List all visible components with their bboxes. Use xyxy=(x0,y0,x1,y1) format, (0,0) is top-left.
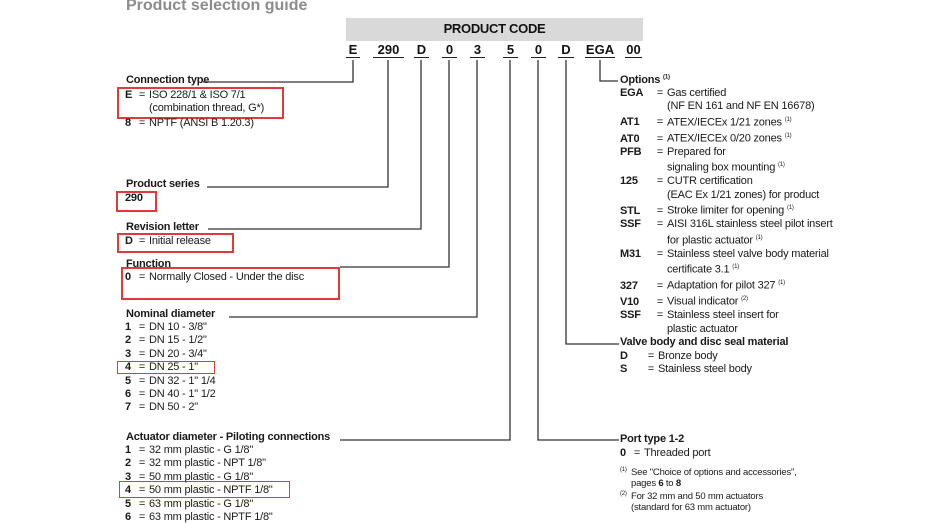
item-value: ISO 228/1 & ISO 7/1 xyxy=(149,89,246,101)
code-segment-series: 290 xyxy=(373,43,404,58)
code-segment-port: 0 xyxy=(531,43,546,58)
highlight-box xyxy=(119,481,290,498)
connector-actuator xyxy=(340,60,511,441)
list-item: 125=CUTR certification xyxy=(620,175,753,188)
item-key: E xyxy=(125,89,133,101)
list-item: STL=Stroke limiter for opening (1) xyxy=(620,204,794,217)
connector-port-type xyxy=(537,60,619,441)
list-item: 5=63 mm plastic - G 1/8" xyxy=(125,497,254,510)
list-item: 327=Adaptation for pilot 327 (1) xyxy=(620,279,785,292)
footnote: (2)For 32 mm and 50 mm actuators xyxy=(620,491,764,503)
connection-type-item: E=ISO 228/1 & ISO 7/1 (combination threa… xyxy=(125,89,265,115)
connector-valve-body xyxy=(565,60,619,345)
list-item-cont: certificate 3.1 (1) xyxy=(667,263,740,276)
list-item-cont: signaling box mounting (1) xyxy=(667,162,785,174)
footnote: (1)See "Choice of options and accessorie… xyxy=(620,467,797,479)
list-item-cont: plastic actuator xyxy=(667,322,738,335)
connector-revision-letter xyxy=(208,60,422,230)
highlight-box xyxy=(117,233,234,253)
list-item: 6=DN 40 - 1" 1/2 xyxy=(125,388,216,401)
connector-options xyxy=(599,60,618,82)
footnote-cont: (standard for 63 mm actuator) xyxy=(631,502,751,514)
section-title-product-series: Product series xyxy=(126,178,200,190)
code-segment-connection: E xyxy=(346,43,360,58)
page-title: Product selection guide xyxy=(126,0,308,14)
actuator-diameter-list: 1=32 mm plastic - G 1/8" 2=32 mm plastic… xyxy=(125,444,273,524)
list-item: 2=32 mm plastic - NPT 1/8" xyxy=(125,457,266,470)
list-item: AT1=ATEX/IECEx 1/21 zones (1) xyxy=(620,116,792,129)
list-item: S=Stainless steel body xyxy=(620,363,752,376)
list-item: 7=DN 50 - 2" xyxy=(125,401,198,414)
list-item: 2=DN 15 - 1/2" xyxy=(125,334,207,347)
code-segment-revision: D xyxy=(414,43,429,58)
connector-function xyxy=(340,60,450,268)
list-item-cont: (NF EN 161 and NF EN 16678) xyxy=(667,100,815,113)
code-segment-actuator: 5 xyxy=(503,43,518,58)
footnote-mark: (1) xyxy=(663,74,670,81)
list-item: 5=DN 32 - 1" 1/4 xyxy=(125,374,216,387)
section-title-port-type: Port type 1-2 xyxy=(620,433,685,445)
section-title-nominal-diameter: Nominal diameter xyxy=(126,308,216,320)
valve-body-list: D=Bronze body S=Stainless steel body xyxy=(620,350,752,377)
product-code-bar: PRODUCT CODE xyxy=(346,18,643,41)
revision-letter-item: D=Initial release xyxy=(125,235,211,247)
footnote-cont: pages 6 to 8 xyxy=(631,478,681,490)
highlight-box xyxy=(116,191,157,212)
section-title-valve-body: Valve body and disc seal material xyxy=(620,336,789,348)
list-item: 3=DN 20 - 3/4" xyxy=(125,347,207,360)
list-item: 6=63 mm plastic - NPTF 1/8" xyxy=(125,511,273,524)
section-title-actuator-diameter: Actuator diameter - Piloting connections xyxy=(126,431,331,443)
code-segment-options: EGA xyxy=(585,42,615,58)
list-item: SSF=AISI 316L stainless steel pilot inse… xyxy=(620,218,833,231)
code-segment-body: D xyxy=(558,43,574,58)
nominal-diameter-list: 1=DN 10 - 3/8" 2=DN 15 - 1/2" 3=DN 20 - … xyxy=(125,321,216,415)
connector-nominal-diameter xyxy=(229,60,478,318)
section-title-revision-letter: Revision letter xyxy=(126,221,199,233)
list-item: 1=DN 10 - 3/8" xyxy=(125,321,207,333)
product-series-item: 290 xyxy=(125,192,143,204)
list-item: M31=Stainless steel valve body material xyxy=(620,247,829,260)
list-item-selected: 4=DN 25 - 1" xyxy=(125,361,198,374)
connector-product-series xyxy=(207,60,389,188)
list-item: 3=50 mm plastic - G 1/8" xyxy=(125,470,254,483)
options-list: EGA=Gas certified (NF EN 161 and NF EN 1… xyxy=(620,87,833,336)
highlight-box xyxy=(117,87,284,119)
list-item-cont: for plastic actuator (1) xyxy=(667,234,763,247)
list-item-cont: (EAC Ex 1/21 zones) for product xyxy=(667,188,820,201)
list-item: SSF=Stainless steel insert for xyxy=(620,309,779,322)
list-item-selected: 4=50 mm plastic - NPTF 1/8" xyxy=(125,484,273,497)
list-item: D=Bronze body xyxy=(620,350,718,362)
list-item: EGA=Gas certified xyxy=(620,87,727,99)
product-code-label: PRODUCT CODE xyxy=(443,21,546,36)
item-value-cont: (combination thread, G*) xyxy=(149,102,265,115)
port-type-item: 0=Threaded port xyxy=(620,447,711,459)
list-item: PFB=Prepared for xyxy=(620,145,726,158)
highlight-box xyxy=(117,361,215,374)
code-segment-suffix: 00 xyxy=(625,42,642,58)
section-title-connection-type: Connection type xyxy=(126,74,210,86)
footnotes: (1)See "Choice of options and accessorie… xyxy=(620,465,797,513)
list-item: AT0=ATEX/IECEx 0/20 zones (1) xyxy=(620,132,792,145)
code-segment-function: 0 xyxy=(442,43,457,58)
highlight-box xyxy=(121,267,340,300)
connector-connection-type xyxy=(203,60,354,83)
list-item: V10=Visual indicator (2) xyxy=(620,295,748,308)
code-segment-nominal-diameter: 3 xyxy=(470,43,485,58)
section-title-options: Options (1) xyxy=(620,74,670,86)
list-item: 1=32 mm plastic - G 1/8" xyxy=(125,444,254,456)
function-item: 0=Normally Closed - Under the disc xyxy=(125,271,304,283)
connection-type-item: 8=NPTF (ANSI B 1.20.3) xyxy=(125,117,254,129)
